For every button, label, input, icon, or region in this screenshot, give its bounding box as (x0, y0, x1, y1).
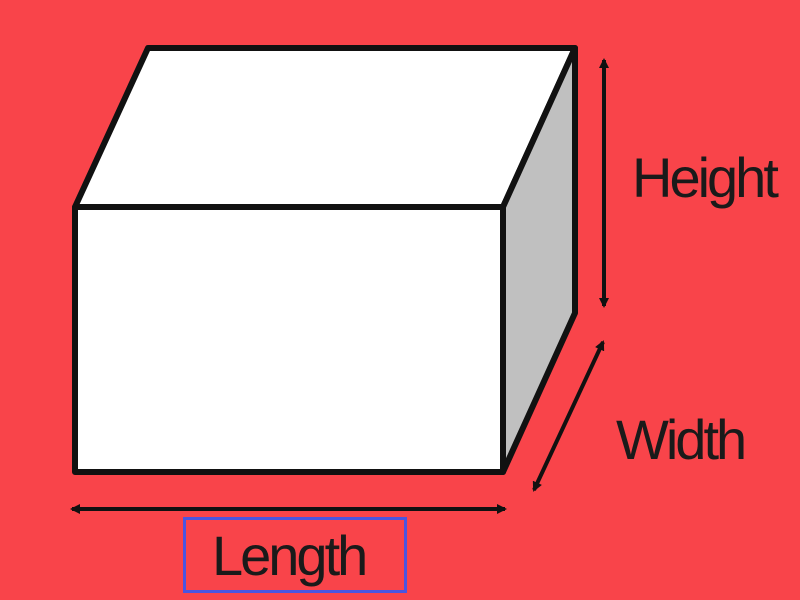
prism-top-face (72, 45, 578, 210)
length-label: Length (212, 524, 368, 587)
width-arrow-icon (532, 340, 605, 492)
height-label: Height (632, 146, 779, 209)
prism-front-face (72, 204, 506, 475)
length-highlight-box[interactable] (183, 517, 407, 593)
width-label: Width (616, 408, 747, 471)
